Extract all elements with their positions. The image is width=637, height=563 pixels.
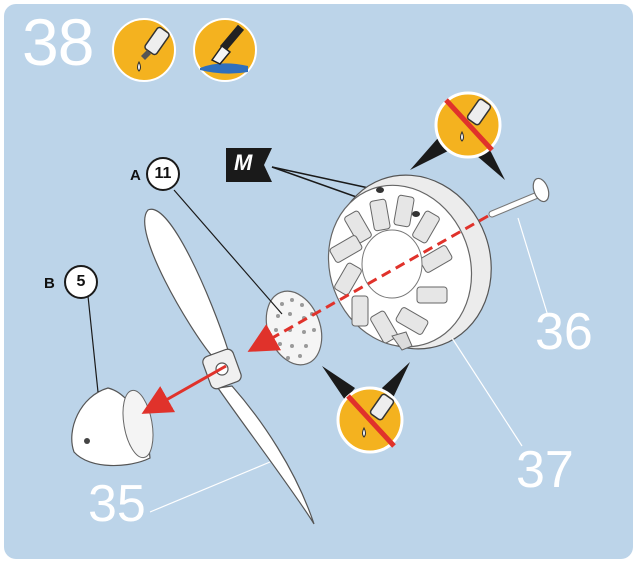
engine-cylinder-part [327, 174, 492, 351]
label-b-count: 5 [64, 265, 98, 299]
step-panel [4, 4, 633, 559]
spinner-part [71, 387, 154, 467]
label-a-count: 11 [146, 157, 180, 191]
glue-tube-icon [112, 18, 176, 82]
assembly-arrows [141, 214, 489, 414]
axle-pin-part [488, 177, 550, 218]
no-glue-icon [322, 362, 410, 454]
label-b: B [44, 275, 55, 292]
washer-part [265, 290, 323, 366]
leader-lines [87, 189, 549, 513]
part-number-37: 37 [516, 441, 574, 499]
part-number-36: 36 [535, 303, 593, 361]
no-glue-icon [410, 91, 505, 180]
m-marker-label: M [234, 150, 253, 175]
part-number-35: 35 [88, 475, 146, 533]
label-a: A [130, 167, 141, 184]
propeller-part [144, 208, 315, 525]
step-number: 38 [22, 5, 94, 79]
paint-brush-icon [193, 18, 257, 82]
